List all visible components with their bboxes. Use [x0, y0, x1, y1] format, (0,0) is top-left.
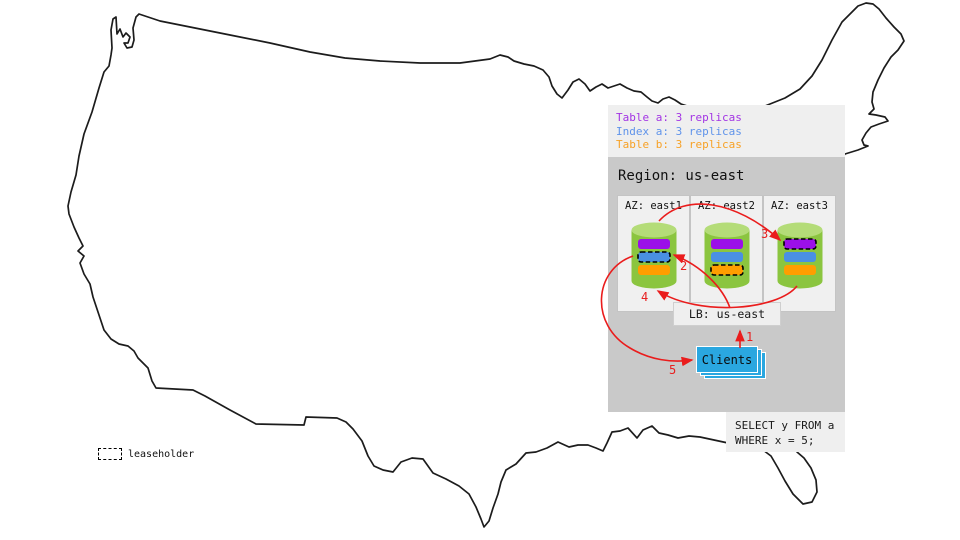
database-cylinder-icon-east3	[777, 222, 822, 289]
clients-box: Clients	[696, 346, 758, 373]
az-cell-east2: AZ: east2	[690, 195, 763, 312]
leaseholder-dashed-swatch-icon	[98, 448, 122, 460]
replica-bar-index-a	[710, 252, 743, 262]
az-label-east2: AZ: east2	[698, 200, 755, 212]
sql-line-2: WHERE x = 5;	[735, 434, 815, 447]
legend-item-table-b: Table b: 3 replicas	[616, 138, 742, 151]
az-cell-east1: AZ: east1	[617, 195, 690, 312]
clients-label: Clients	[701, 352, 753, 367]
lb-label: LB: us-east	[688, 307, 766, 321]
az-label-east1: AZ: east1	[625, 200, 682, 212]
replica-bar-table-b-leaseholder	[709, 264, 744, 276]
replica-bar-table-a-leaseholder	[782, 238, 817, 250]
replica-bar-table-b	[637, 265, 670, 275]
az-cell-east3: AZ: east3	[763, 195, 836, 312]
legend-item-index-a: Index a: 3 replicas	[616, 124, 742, 138]
load-balancer-box: LB: us-east	[673, 302, 781, 326]
leaseholder-key: leaseholder	[98, 448, 194, 460]
replica-legend-panel: Table a: 3 replicas Index a: 3 replicas …	[608, 105, 845, 157]
sql-line-1: SELECT y FROM a	[735, 419, 835, 432]
replica-bar-index-a	[783, 252, 816, 262]
database-cylinder-icon-east1	[631, 222, 676, 289]
region-title: Region: us-east	[618, 168, 745, 184]
az-strip: AZ: east1 AZ: east2 AZ: east3	[617, 195, 836, 312]
legend-item-table-a: Table a: 3 replicas	[616, 111, 742, 124]
leaseholder-key-label: leaseholder	[128, 448, 195, 460]
replica-bar-table-a	[637, 239, 670, 249]
sql-query-panel: SELECT y FROM a WHERE x = 5;	[726, 412, 845, 452]
az-label-east3: AZ: east3	[771, 200, 828, 212]
replica-bar-table-b	[783, 265, 816, 275]
replica-bar-table-a	[710, 239, 743, 249]
replica-bar-index-a-leaseholder	[636, 251, 671, 263]
database-cylinder-icon-east2	[704, 222, 749, 289]
